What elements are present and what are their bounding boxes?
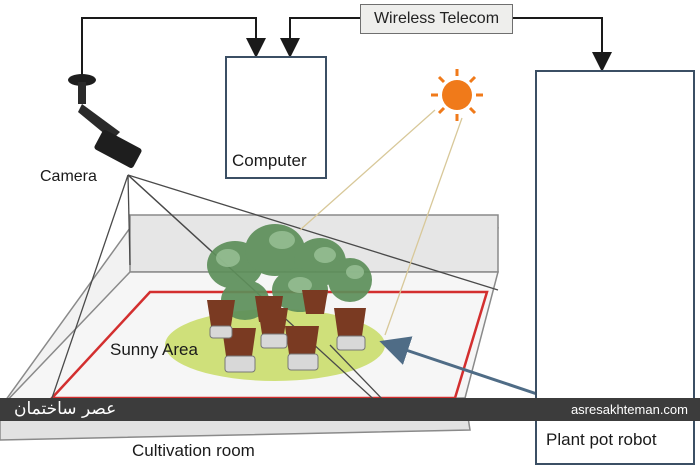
wireless-telecom-box: Wireless Telecom <box>360 4 513 34</box>
computer-label: Computer <box>232 151 307 170</box>
telecom-to-robot-line <box>513 17 612 72</box>
watermark-url: asresakhteman.com <box>570 402 688 417</box>
camera-icon <box>68 74 142 168</box>
sun-icon <box>431 69 483 121</box>
telecom-to-computer-line <box>280 17 360 58</box>
watermark-brand: عصر ساختمان <box>14 399 117 419</box>
robot-to-field-arrow <box>379 336 541 397</box>
camera-to-computer-line <box>81 17 266 78</box>
cultivation-room-label: Cultivation room <box>132 441 255 460</box>
camera-label: Camera <box>40 168 97 185</box>
wireless-telecom-label: Wireless Telecom <box>373 10 500 27</box>
computer-box <box>225 56 327 179</box>
sunny-area-label: Sunny Area <box>110 340 198 359</box>
plant-group <box>207 224 372 373</box>
sun-ray-lines <box>299 109 463 336</box>
connection-lines <box>81 17 612 78</box>
watermark-banner <box>0 398 700 421</box>
robot-label: Plant pot robot <box>546 430 657 449</box>
